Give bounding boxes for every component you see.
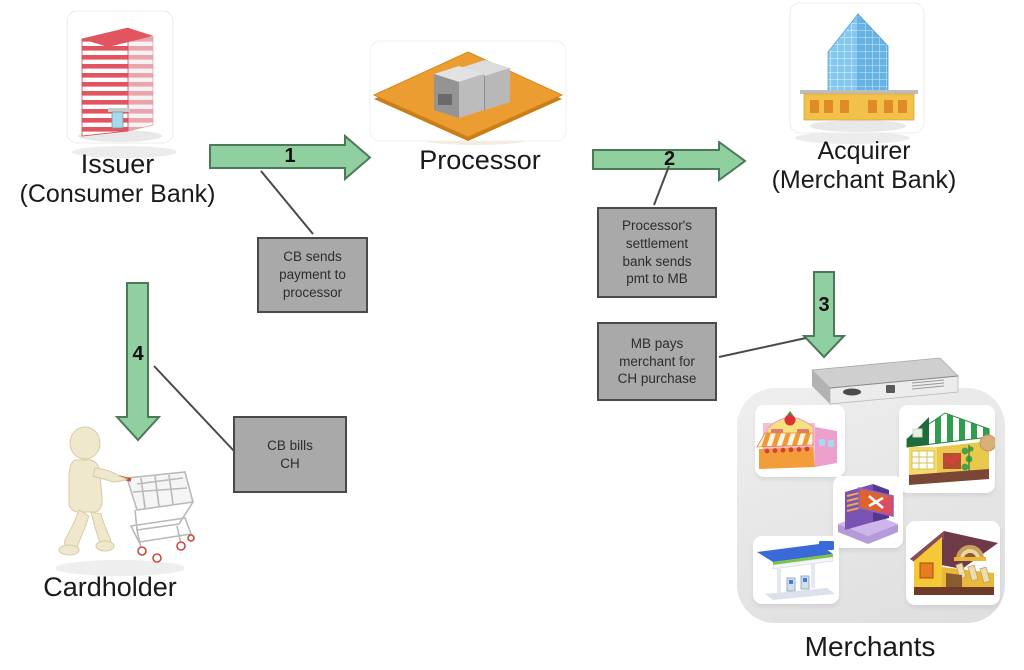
issuer-reflection [72, 146, 177, 158]
acquirer-subtitle: (Merchant Bank) [771, 166, 957, 194]
step-2-number: 2 [663, 148, 676, 170]
acquirer-title: Acquirer [817, 137, 911, 165]
acquirer-building-icon [788, 2, 928, 137]
step-1-number: 1 [284, 145, 296, 167]
server-front [434, 66, 484, 118]
step-3-number: 3 [818, 294, 830, 316]
acquirer-reflection [795, 132, 910, 144]
arrow-step-2: 2 [591, 141, 748, 188]
processor-label: Processor [390, 145, 570, 176]
grocery-store-icon [899, 405, 995, 493]
issuer-building-icon [66, 10, 176, 150]
network-router-icon [800, 352, 960, 406]
cardholder-shopping-cart-icon [45, 418, 195, 578]
note-cb-sends-payment: CB sends payment to processor [257, 237, 368, 313]
arrow-step-1: 1 [208, 134, 372, 181]
acquirer-label: Acquirer (Merchant Bank) [759, 137, 969, 195]
cardholder-reflection [55, 560, 185, 576]
issuer-title: Issuer [80, 149, 155, 179]
processor-title: Processor [419, 145, 541, 175]
processor-servers-icon [368, 40, 568, 145]
arrow-step-4: 4 [115, 281, 161, 443]
arrow-step-3: 3 [802, 270, 846, 360]
issuer-label: Issuer (Consumer Bank) [0, 149, 235, 209]
cafe-house-icon [906, 521, 1000, 605]
merchants-label: Merchants [770, 631, 970, 663]
cardholder-title: Cardholder [43, 572, 177, 602]
music-store-icon [833, 476, 903, 548]
gas-station-icon [753, 536, 839, 604]
note-mb-pays-merchant: MB pays merchant for CH purchase [597, 322, 717, 401]
issuer-subtitle: (Consumer Bank) [19, 180, 216, 209]
merchants-title: Merchants [804, 631, 936, 662]
fruit-store-icon [755, 405, 845, 477]
note-processor-settlement: Processor's settlement bank sends pmt to… [597, 207, 717, 298]
step-4-number: 4 [132, 343, 144, 365]
cardholder-label: Cardholder [10, 572, 210, 603]
note-cb-bills-ch: CB bills CH [233, 416, 347, 493]
connector-step3-note [718, 337, 807, 358]
